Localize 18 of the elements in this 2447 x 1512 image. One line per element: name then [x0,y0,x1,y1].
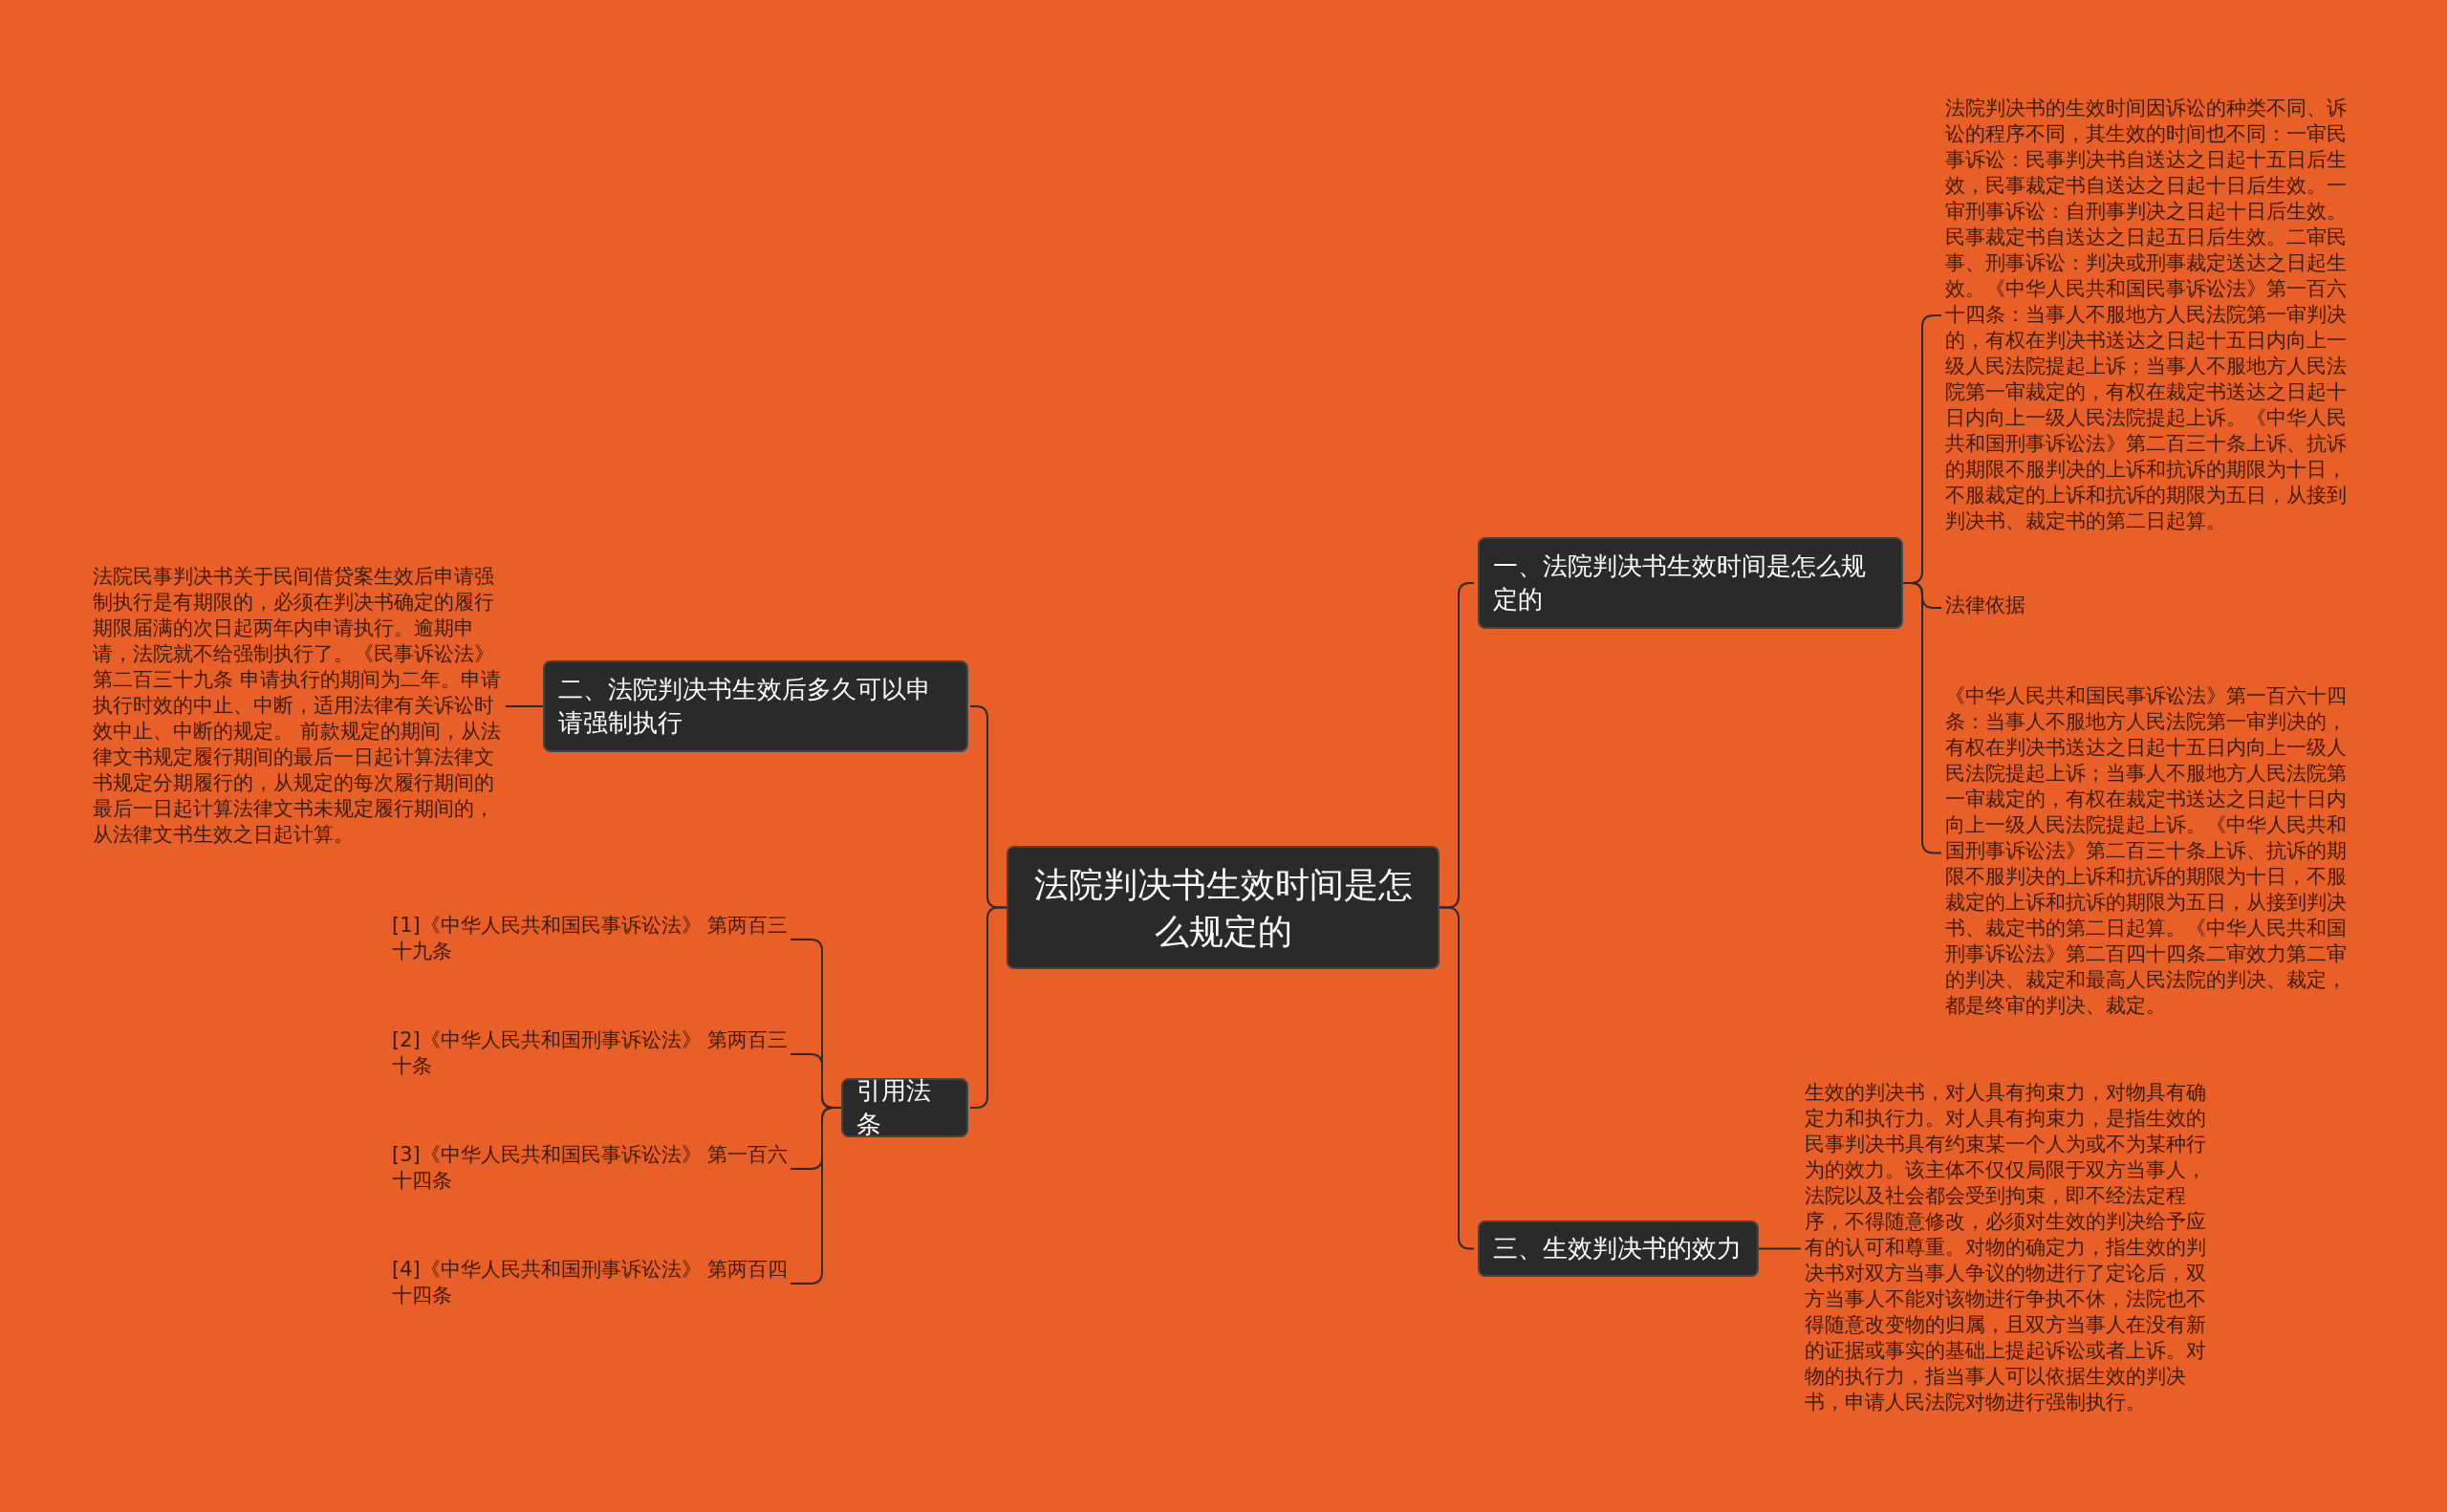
connector-line [790,1107,842,1285]
note-text: [2]《中华人民共和国刑事诉讼法》 第两百三十条 [392,1027,789,1079]
topic-box: 三、生效判决书的效力 [1478,1220,1759,1277]
connector-line [505,705,544,707]
note-text: [4]《中华人民共和国刑事诉讼法》 第两百四十四条 [392,1257,789,1308]
connector-line [1902,582,1942,854]
connector-line [1758,1247,1802,1250]
central-topic-box: 法院判决书生效时间是怎么规定的 [1007,846,1440,969]
topic-box: 引用法条 [841,1078,968,1137]
note-text: 《中华人民共和国民事诉讼法》第一百六十四条：当事人不服地方人民法院第一审判决的，有权在判决书送达之日起十五日内向上一级人民法院提起上诉；当事人不服地方人民法院第一审裁定的，有权在裁定书送达之日起十日内向上一级人民法院提起上诉。《中华人民共和国刑事诉讼法》第二百三十条上诉、抗诉的期限不服判决的上诉和抗诉的期限为十日，不服裁定的上诉和抗诉的期限为五日，从接到判决书、裁定书的第二日起算。《中华人民共和国刑事诉讼法》第二百四十四条二审效力第二审的判决、裁定和最高人民法院的判决、裁定，都是终审的判决、裁定。 [1945,683,2366,1019]
note-text: 法院判决书的生效时间因诉讼的种类不同、诉讼的程序不同，其生效的时间也不同：一审民事诉讼：民事判决书自送达之日起十五日后生效，民事裁定书自送达之日起十日后生效。一审刑事诉讼：自刑事判决之日起十日后生效。民事裁定书自送达之日起五日后生效。二审民事、刑事诉讼：判决或刑事裁定送达之日起生效。《中华人民共和国民事诉讼法》第一百六十四条：当事人不服地方人民法院第一审判决的，有权在判决书送达之日起十五日内向上一级人民法院提起上诉；当事人不服地方人民法院第一审裁定的，有权在裁定书送达之日起十日内向上一级人民法院提起上诉。《中华人民共和国刑事诉讼法》第二百三十条上诉、抗诉的期限不服判决的上诉和抗诉的期限为十日，不服裁定的上诉和抗诉的期限为五日，从接到判决书、裁定书的第二日起算。 [1945,96,2366,534]
topic-box: 二、法院判决书生效后多久可以申请强制执行 [543,660,968,752]
note-text: 法律依据 [1945,593,2136,618]
note-text: [3]《中华人民共和国民事诉讼法》 第一百六十四条 [392,1142,789,1194]
note-text: [1]《中华人民共和国民事诉讼法》 第两百三十九条 [392,913,789,964]
note-text: 生效的判决书，对人具有拘束力，对物具有确定力和执行力。对人具有拘束力，是指生效的民事判决书具有约束某一个人为或不为某种行为的效力。该主体不仅仅局限于双方当事人，法院以及社会都会受到拘束，即不经法定程序，不得随意修改，必须对生效的判决给予应有的认可和尊重。对物的确定力，指生效的判决书对双方当事人争议的物进行了定论后，双方当事人不能对该物进行争执不休，法院也不得随意改变物的归属，且双方当事人在没有新的证据或事实的基础上提起诉讼或者上诉。对物的执行力，指当事人可以依据生效的判决书，申请人民法院对物进行强制执行。 [1805,1080,2218,1415]
note-text: 法院民事判决书关于民间借贷案生效后申请强制执行是有期限的，必须在判决书确定的履行期限届满的次日起两年内申请执行。逾期申请，法院就不给强制执行了。《民事诉讼法》第二百三十九条 申请执行的期间为二年。申请执行时效的中止、中断，适用法律有关诉讼时效中止、中断的规定。 前款规定的期间，从法律文书规定履行期间的最后一日起计算法律文书规定分期履行的，从规定的每次履行期间的最后一日起计算法律文书未规定履行期间的，从法律文书生效之日起计算。 [93,564,504,848]
topic-box: 一、法院判决书生效时间是怎么规定的 [1478,537,1903,629]
